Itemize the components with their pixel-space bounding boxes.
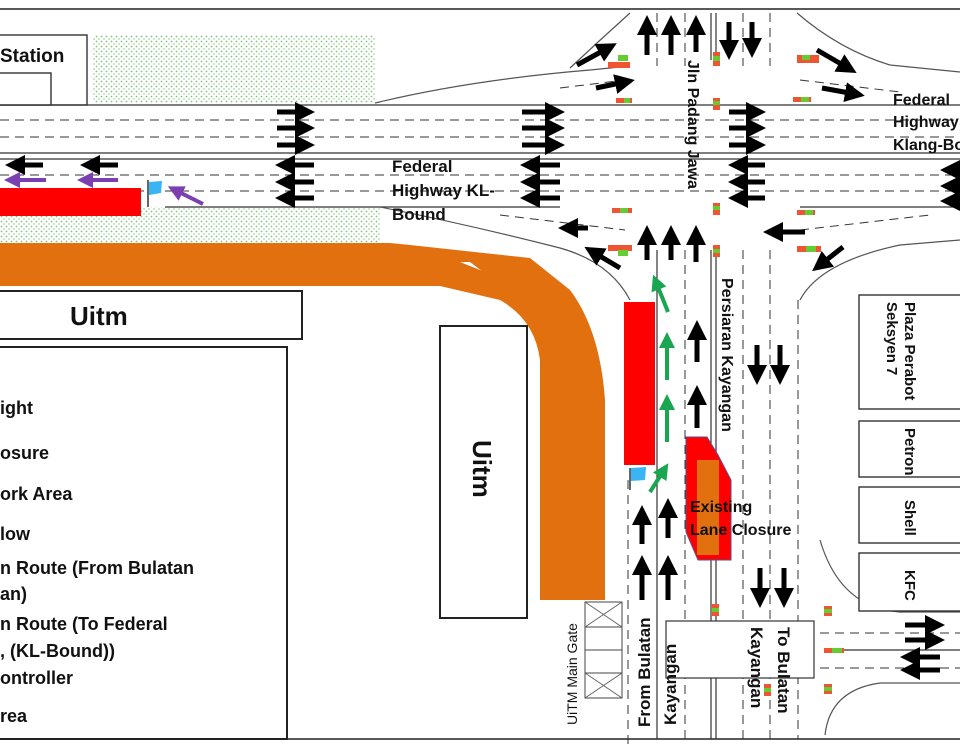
- slip-curb-nw: [374, 65, 631, 104]
- existing-closure-label-2: Lane Closure: [690, 522, 791, 539]
- legend-item-diversion-from-bulatan-cont: an): [0, 584, 27, 604]
- uitm-top-label: Uitm: [70, 301, 128, 331]
- flow-arrows-klang-bound: [277, 74, 945, 650]
- legend-item-traffic-light: ight: [0, 398, 33, 418]
- slip-lane-ne: [799, 79, 901, 93]
- legend-item-diversion-to-federal-cont: , (KL-Bound)): [0, 641, 115, 661]
- slip-lane-nw: [559, 79, 626, 89]
- se-road-curb-bottom: [824, 682, 960, 736]
- traffic-lights: [608, 52, 844, 696]
- kayangan-left-label: Kayangan: [661, 644, 680, 725]
- station-annex: [0, 72, 52, 106]
- arrow-up-right-icon: [575, 43, 617, 68]
- legend-item-area: rea: [0, 706, 28, 726]
- plaza-perabot-label-1: Plaza Perabot: [901, 302, 918, 400]
- legend-item-diversion-to-federal: n Route (To Federal: [0, 614, 168, 634]
- from-bulatan-label: From Bulatan: [635, 617, 654, 727]
- flow-arrows-kl-bound: [5, 155, 960, 680]
- uitm-building-top: [0, 290, 303, 340]
- legend-item-traffic-flow: low: [0, 524, 31, 544]
- diversion-arrows-green: [648, 274, 675, 494]
- legend-item-work-area: ork Area: [0, 484, 73, 504]
- uitm-main-gate: [584, 601, 623, 699]
- shell-label: Shell: [901, 500, 918, 536]
- legend-item-lane-closure: osure: [0, 443, 49, 463]
- flag-icon: [629, 467, 646, 490]
- plaza-perabot-label-2: Seksyen 7: [883, 302, 900, 375]
- federal-klang-label-2: Highway: [893, 114, 959, 131]
- arrow-up-left-icon: [584, 246, 622, 271]
- station-label: Station: [0, 46, 64, 67]
- curb-nw-corner: [569, 12, 631, 69]
- flow-arrows-northbound: [575, 15, 707, 600]
- federal-kl-label-3: Bound: [392, 205, 446, 224]
- slip-lane-sw: [499, 214, 626, 231]
- kfc-label: KFC: [901, 570, 918, 601]
- diversion-arrows-purple: [4, 172, 204, 206]
- arrow-right-icon: [595, 74, 635, 94]
- plaza-perabot-building: [858, 294, 960, 410]
- petron-label: Petron: [901, 428, 918, 476]
- kfc-building: [858, 552, 960, 612]
- curb-sw-corner: [379, 206, 631, 301]
- existing-work-area: [697, 460, 719, 555]
- grass-area-top: [93, 35, 375, 103]
- arrow-down-left-icon: [812, 245, 845, 272]
- federal-kl-label-1: Federal: [392, 157, 452, 176]
- purple-arrow-icon: [167, 186, 204, 206]
- uitm-main-gate-label: UiTM Main Gate: [564, 623, 580, 725]
- federal-kl-label-2: Highway KL-: [392, 181, 495, 200]
- kayangan-right-label: Kayangan: [747, 627, 766, 708]
- flow-arrows-southbound: [719, 22, 857, 608]
- uitm-side-label: Uitm: [467, 440, 497, 498]
- federal-klang-label-1: Federal: [893, 92, 950, 109]
- persiaran-kayangan-label: Persiaran Kayangan: [718, 278, 735, 432]
- slip-lane-se: [799, 214, 931, 231]
- to-bulatan-label: To Bulatan: [774, 627, 793, 714]
- legend-item-diversion-from-bulatan: n Route (From Bulatan: [0, 558, 194, 578]
- flag-icon: [147, 180, 162, 207]
- lane-closure-persiaran: [624, 302, 655, 465]
- arrow-down-right-icon: [815, 47, 857, 74]
- bulatan-box: [665, 620, 815, 679]
- traffic-light-icon: [608, 62, 630, 68]
- curb-se-corner: [799, 239, 960, 301]
- shell-building: [858, 486, 960, 544]
- diversion-route-orange-body: [0, 243, 605, 600]
- green-arrow-icon: [648, 463, 669, 494]
- jln-padang-jawa-label: Jln Padang Jawa: [684, 60, 701, 189]
- federal-klang-label-3: Klang-Bo: [893, 137, 960, 154]
- arrow-right-icon: [821, 82, 865, 103]
- uitm-building-side: [439, 325, 528, 619]
- legend-item-traffic-controller: ontroller: [0, 668, 73, 688]
- lane-closure-highway: [0, 188, 141, 216]
- curb-ne-corner: [796, 12, 960, 73]
- diversion-route-orange: [0, 243, 605, 600]
- existing-closure-label-1: Existing: [690, 499, 752, 516]
- green-arrow-icon: [651, 274, 670, 313]
- legend-box: [0, 346, 288, 740]
- legend-items: ight osure ork Area low n Route (From Bu…: [0, 398, 194, 726]
- petron-building: [858, 420, 960, 478]
- traffic-light-icon: [608, 245, 632, 251]
